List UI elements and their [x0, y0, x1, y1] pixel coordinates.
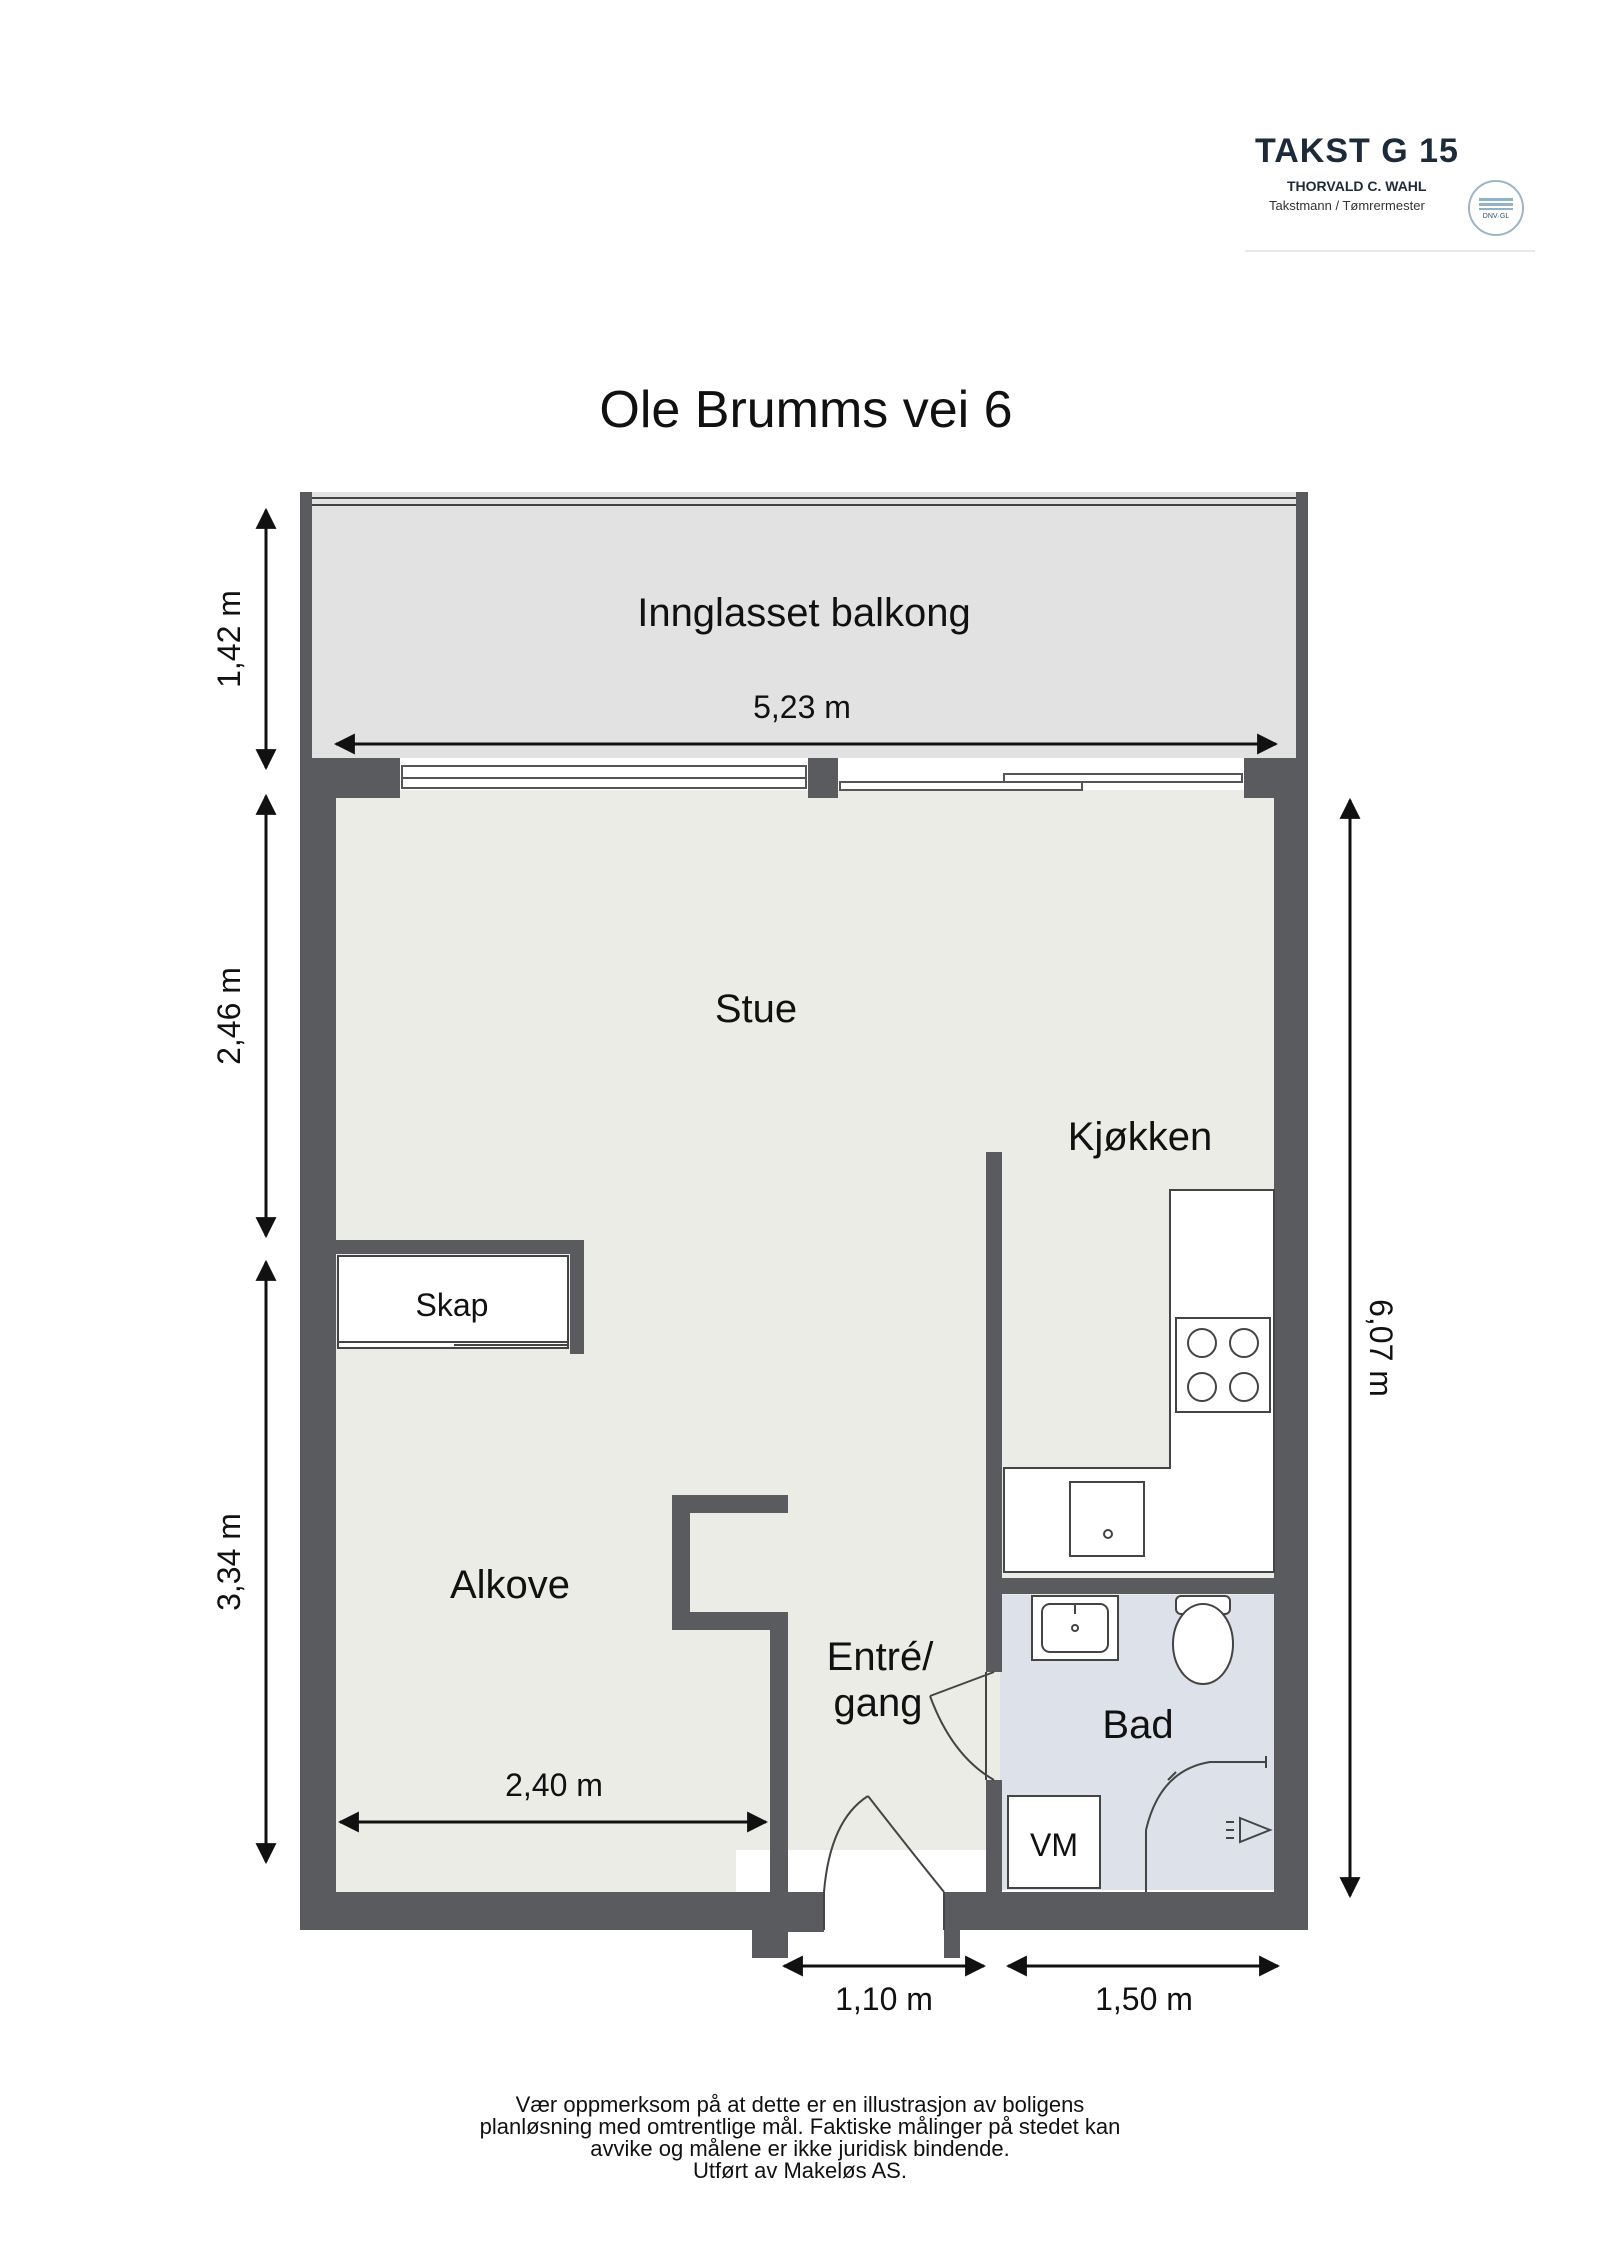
disclaimer: Vær oppmerksom på at dette er en illustr…	[300, 2094, 1300, 2182]
disclaimer-line: planløsning med omtrentlige mål. Faktisk…	[479, 2114, 1121, 2139]
room-label-closet: Skap	[416, 1287, 489, 1323]
disclaimer-line: avvike og målene er ikke juridisk binden…	[590, 2136, 1010, 2161]
room-label-living: Stue	[715, 987, 797, 1031]
room-label-entry-line2: gang	[834, 1681, 923, 1725]
dim-bath-width: 1,50 m	[1095, 1981, 1193, 2017]
cooktop-icon	[1175, 1317, 1271, 1413]
logo-role: Takstmann / Tømrermester	[1269, 198, 1425, 213]
dim-balcony-width: 5,23 m	[753, 689, 851, 725]
dimension-lines	[255, 507, 1361, 1977]
shower-icon	[1145, 1756, 1273, 1892]
logo-title: TAKST G 15	[1255, 132, 1459, 170]
room-label-balcony: Innglasset balkong	[637, 591, 971, 635]
kitchen-counter	[1003, 1189, 1275, 1573]
room-label-kitchen: Kjøkken	[1068, 1115, 1213, 1159]
dim-alcove-width: 2,40 m	[505, 1767, 603, 1803]
company-logo: TAKST G 15 THORVALD C. WAHL Takstmann / …	[1245, 128, 1535, 252]
disclaimer-line: Vær oppmerksom på at dette er en illustr…	[515, 2092, 1085, 2117]
room-label-washer: VM	[1030, 1827, 1078, 1863]
bath-door	[929, 1671, 995, 1781]
toilet-icon	[1172, 1595, 1234, 1685]
certification-seal-icon: DNV·GL	[1468, 180, 1524, 236]
washing-machine-box	[1007, 1795, 1101, 1889]
entry-door	[823, 1795, 945, 1930]
walls	[300, 758, 1308, 1958]
disclaimer-line: Utført av Makeløs AS.	[693, 2158, 907, 2183]
balcony	[300, 492, 1308, 758]
closet	[337, 1255, 569, 1349]
logo-name: THORVALD C. WAHL	[1287, 178, 1427, 194]
dim-entry-width: 1,10 m	[835, 1981, 933, 2017]
balcony-windows	[401, 765, 1243, 791]
room-label-entry-line1: Entré/	[827, 1635, 935, 1679]
dim-balcony-depth: 1,42 m	[211, 590, 247, 688]
plan-title: Ole Brumms vei 6	[599, 381, 1012, 439]
sink-icon	[1031, 1595, 1119, 1661]
room-label-alcove: Alkove	[450, 1563, 570, 1607]
dim-living-depth: 2,46 m	[211, 967, 247, 1065]
dim-alcove-depth: 3,34 m	[211, 1513, 247, 1611]
dim-total-depth: 6,07 m	[1363, 1299, 1399, 1397]
seal-text: DNV·GL	[1482, 213, 1510, 220]
room-label-bath: Bad	[1102, 1703, 1173, 1747]
